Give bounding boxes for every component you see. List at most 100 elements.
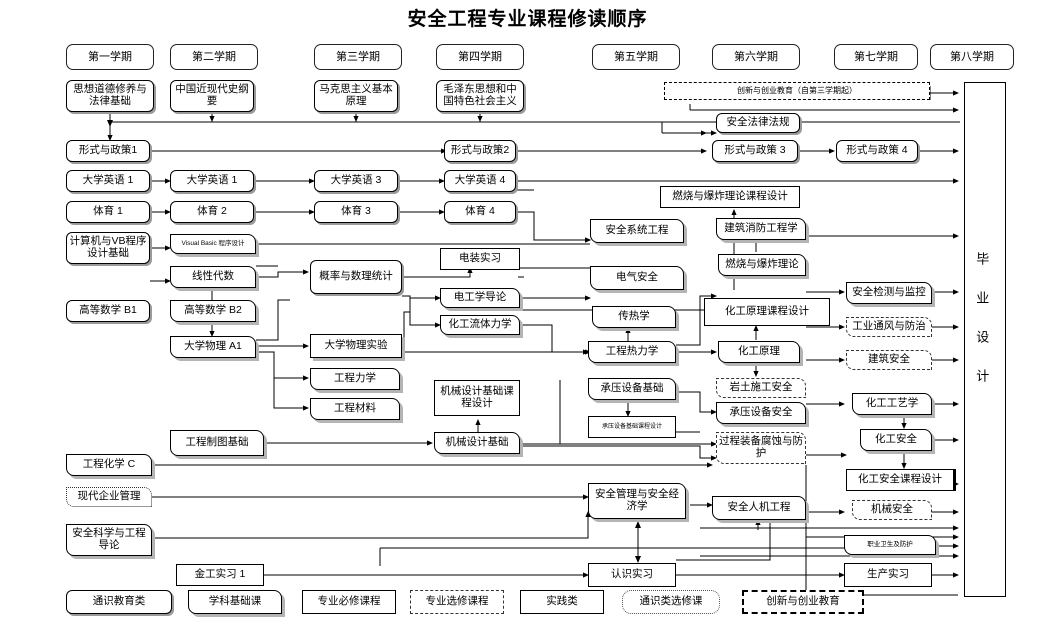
course-label: 大学物理 A1	[184, 340, 242, 353]
course-label: 建筑消防工程学	[724, 222, 798, 235]
course-c5[interactable]: 安全法律法规	[716, 113, 800, 133]
course-c21[interactable]: 高等数学 B1	[66, 300, 150, 322]
course-c25[interactable]: 大学物理实验	[310, 334, 402, 358]
course-c51[interactable]: 岩土施工安全	[716, 378, 806, 398]
course-c57[interactable]: 建筑安全	[846, 350, 932, 370]
course-c34[interactable]: 工程化学 C	[66, 454, 152, 476]
semester-header-7[interactable]: 第七学期	[834, 44, 918, 70]
course-label: 高等数学 B2	[184, 304, 242, 317]
course-c11[interactable]: 大学英语 1	[170, 170, 254, 192]
semester-header-6[interactable]: 第六学期	[712, 44, 800, 70]
course-label: 承压设备基础课程设计	[601, 423, 662, 430]
course-label: 形式与政策 4	[846, 144, 908, 157]
course-c54[interactable]: 安全人机工程	[712, 496, 806, 520]
course-c26[interactable]: 电装实习	[440, 248, 520, 270]
legend-item-0: 通识教育类	[66, 590, 172, 614]
course-c19[interactable]: Visual Basic 程序设计	[170, 234, 256, 254]
course-c22[interactable]: 高等数学 B2	[170, 300, 256, 322]
course-c47[interactable]: 建筑消防工程学	[716, 218, 806, 240]
course-c36[interactable]: 安全科学与工程导论	[66, 524, 152, 556]
course-label: 工程热力学	[605, 345, 659, 358]
semester-header-3[interactable]: 第三学期	[314, 44, 402, 70]
course-c49[interactable]: 化工原理课程设计	[704, 298, 830, 326]
course-c31[interactable]: 工程制图基础	[170, 430, 264, 456]
course-c38[interactable]: 安全系统工程	[590, 219, 684, 243]
course-c30[interactable]: 工程材料	[310, 398, 400, 420]
legend-item-4: 实践类	[520, 590, 604, 614]
course-c10[interactable]: 大学英语 1	[66, 170, 150, 192]
course-c27[interactable]: 电工学导论	[440, 288, 520, 308]
course-c60[interactable]: 化工安全课程设计	[846, 469, 956, 491]
course-c14[interactable]: 体育 1	[66, 201, 150, 223]
course-c16[interactable]: 体育 3	[314, 201, 398, 223]
course-label: Visual Basic 程序设计	[181, 240, 245, 248]
course-c52[interactable]: 承压设备安全	[716, 402, 806, 424]
course-c2[interactable]: 马克思主义基本原理	[314, 80, 398, 112]
course-c61[interactable]: 机械安全	[852, 500, 932, 520]
course-c40[interactable]: 传热学	[592, 306, 676, 328]
course-c55[interactable]: 安全检测与监控	[846, 282, 932, 304]
course-c4[interactable]: 创新与创业教育（自第三学期起）	[664, 82, 930, 100]
course-c63[interactable]: 生产实习	[844, 563, 932, 587]
course-label: 大学英语 1	[82, 174, 134, 187]
course-label: 创新与创业教育（自第三学期起）	[737, 85, 857, 95]
semester-header-5[interactable]: 第五学期	[592, 44, 680, 70]
semester-header-8[interactable]: 第八学期	[930, 44, 1014, 70]
course-c15[interactable]: 体育 2	[170, 201, 254, 223]
course-label: 安全系统工程	[605, 224, 669, 237]
course-c53[interactable]: 过程装备腐蚀与防护	[716, 432, 806, 464]
course-c23[interactable]: 大学物理 A1	[170, 336, 256, 358]
course-c43[interactable]: 承压设备基础课程设计	[588, 416, 676, 438]
course-c39[interactable]: 电气安全	[590, 266, 684, 290]
course-c56[interactable]: 工业通风与防治	[846, 317, 932, 337]
course-c59[interactable]: 化工安全	[860, 429, 932, 451]
course-c37[interactable]: 金工实习 1	[176, 564, 264, 586]
course-label: 生产实习	[867, 568, 909, 581]
course-label: 电装实习	[459, 252, 501, 265]
legend-label: 创新与创业教育	[766, 595, 840, 608]
course-c46[interactable]: 燃烧与爆炸理论课程设计	[660, 186, 800, 208]
course-c8[interactable]: 形式与政策 3	[712, 140, 798, 162]
semester-header-4[interactable]: 第四学期	[436, 44, 524, 70]
course-c58[interactable]: 化工工艺学	[852, 393, 932, 415]
course-c62[interactable]: 职业卫生及防护	[844, 535, 936, 555]
course-label: 金工实习 1	[194, 568, 246, 581]
course-label: 工业通风与防治	[852, 320, 926, 333]
course-label: 安全人机工程	[727, 501, 791, 514]
course-c9[interactable]: 形式与政策 4	[836, 140, 918, 162]
semester-label: 第三学期	[336, 50, 380, 63]
course-c42[interactable]: 承压设备基础	[588, 378, 676, 400]
course-label: 承压设备安全	[729, 406, 793, 419]
semester-header-2[interactable]: 第二学期	[170, 44, 258, 70]
course-label: 中国近现代史纲要	[175, 83, 249, 107]
course-c33[interactable]: 机械设计基础	[434, 432, 520, 454]
legend-label: 通识教育类	[92, 595, 146, 608]
course-c12[interactable]: 大学英语 3	[314, 170, 398, 192]
course-c28[interactable]: 化工流体力学	[440, 315, 520, 335]
course-c44[interactable]: 安全管理与安全经济学	[588, 483, 686, 519]
course-c6[interactable]: 形式与政策1	[66, 140, 150, 162]
course-c1[interactable]: 中国近现代史纲要	[170, 80, 254, 112]
course-c3[interactable]: 毛泽东思想和中国特色社会主义	[436, 80, 524, 112]
course-c7[interactable]: 形式与政策2	[444, 140, 516, 162]
course-c35[interactable]: 现代企业管理	[66, 487, 152, 507]
course-c24[interactable]: 概率与数理统计	[310, 260, 402, 294]
course-c29[interactable]: 工程力学	[310, 368, 400, 390]
course-c32[interactable]: 机械设计基础课程设计	[434, 380, 520, 416]
course-c48[interactable]: 燃烧与爆炸理论	[718, 254, 806, 276]
course-c13[interactable]: 大学英语 4	[444, 170, 516, 192]
course-c17[interactable]: 体育 4	[444, 201, 516, 223]
semester-header-1[interactable]: 第一学期	[66, 44, 154, 70]
course-c20[interactable]: 线性代数	[170, 266, 256, 288]
course-label: 职业卫生及防护	[867, 541, 913, 549]
course-label: 化工安全	[875, 433, 917, 446]
course-label: 大学英语 3	[330, 174, 382, 187]
course-c45[interactable]: 认识实习	[588, 563, 676, 587]
course-c50[interactable]: 化工原理	[718, 341, 800, 363]
course-label: 机械设计基础课程设计	[440, 385, 514, 409]
course-c41[interactable]: 工程热力学	[588, 341, 676, 363]
course-c18[interactable]: 计算机与VB程序设计基础	[66, 232, 150, 264]
course-label: 概率与数理统计	[319, 270, 393, 283]
course-c0[interactable]: 思想道德修养与法律基础	[66, 80, 154, 112]
semester-label: 第六学期	[734, 50, 778, 63]
